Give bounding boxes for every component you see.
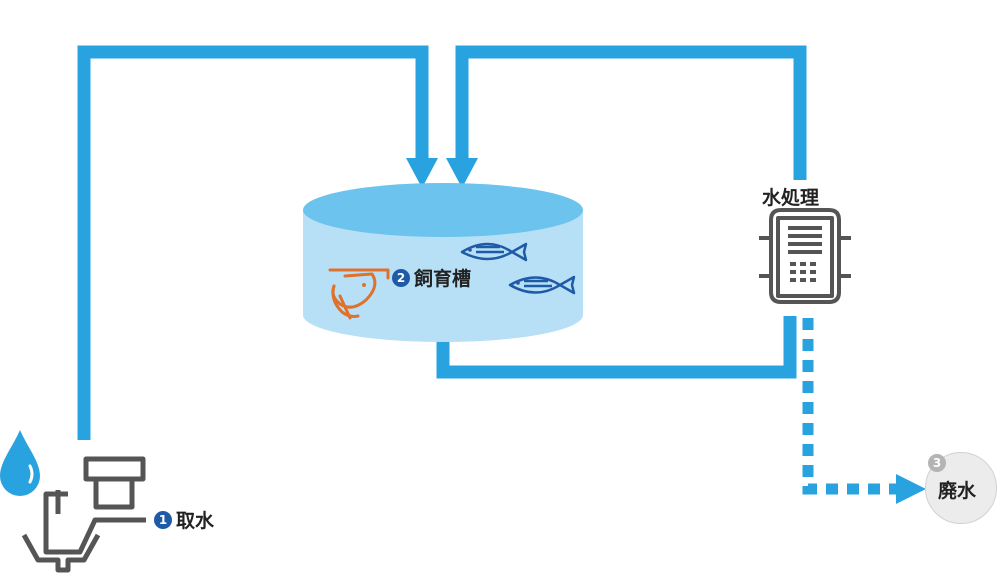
outlet-pipe <box>436 316 797 379</box>
tank-number-badge: 2 <box>392 268 410 287</box>
tank-top <box>303 183 583 237</box>
intake-label: 1 取水 <box>154 506 214 533</box>
water-treatment-icon <box>759 208 851 304</box>
water-drop-icon <box>0 430 40 496</box>
waste-text: 廃水 <box>938 480 977 502</box>
breeding-tank <box>303 183 583 342</box>
treatment-label: 水処理 <box>762 183 819 210</box>
pipes <box>77 45 926 504</box>
waste-arrow-head <box>896 474 926 504</box>
tank-body <box>303 210 583 342</box>
tank-text: 飼育槽 <box>414 268 472 290</box>
fish-icon <box>508 275 576 295</box>
intake-pipe <box>77 45 429 440</box>
intake-number-badge: 1 <box>154 510 172 529</box>
tank-label: 2 飼育槽 <box>392 264 471 291</box>
waste-pipe <box>802 318 898 495</box>
return-arrow-head <box>446 158 478 188</box>
intake-facility-icon <box>21 456 146 573</box>
waste-number-badge: 3 <box>928 454 946 472</box>
return-pipe <box>455 45 807 180</box>
drop-highlight <box>28 464 34 484</box>
treatment-text: 水処理 <box>762 187 820 209</box>
shrimp-icon <box>328 268 390 320</box>
fish-icon <box>460 242 528 262</box>
intake-text: 取水 <box>176 510 215 532</box>
intake-arrow-head <box>406 158 438 188</box>
